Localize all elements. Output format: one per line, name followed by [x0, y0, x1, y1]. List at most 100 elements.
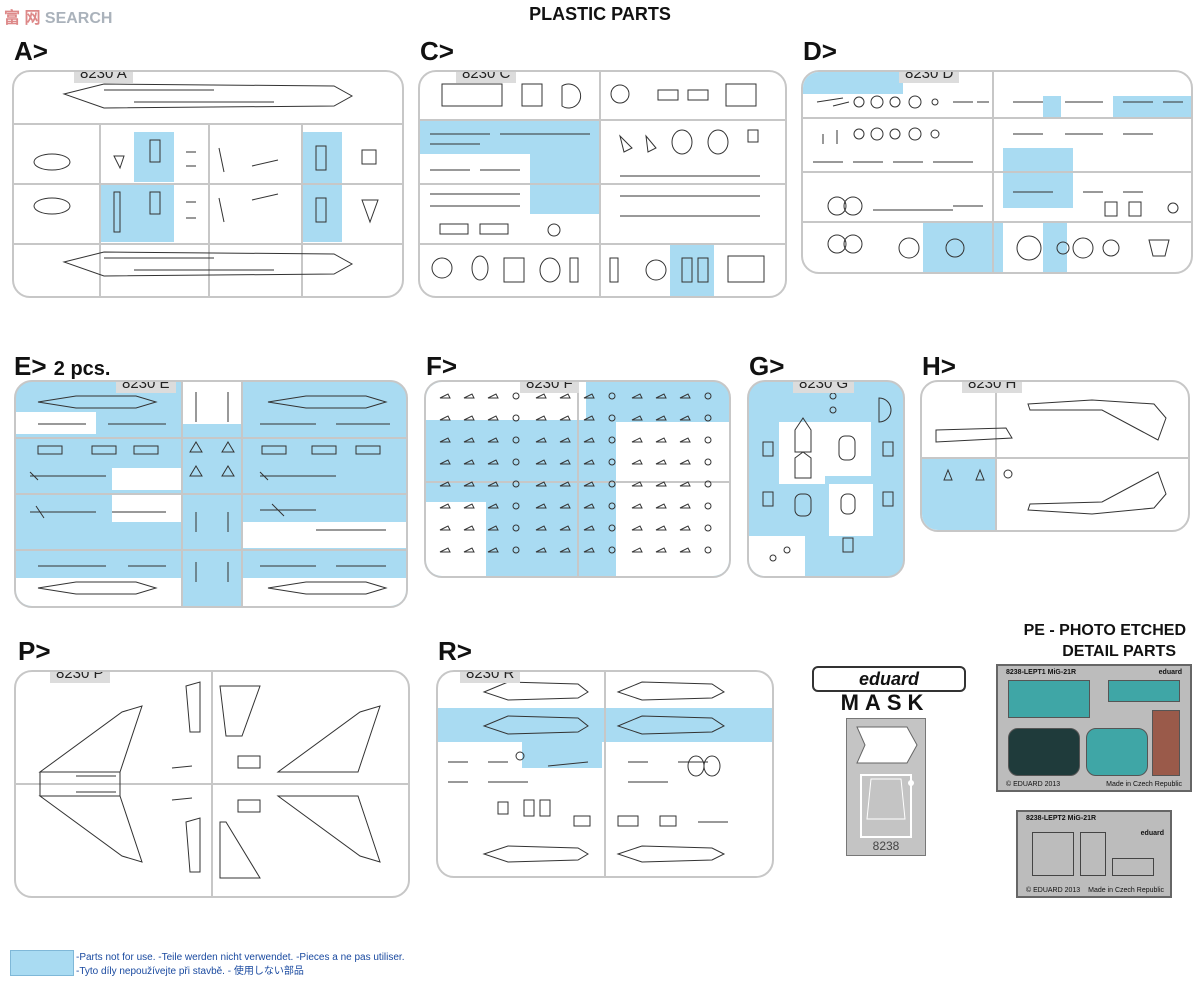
sprue-h-code: 8230 H — [962, 382, 1023, 393]
sprue-f-small-part — [655, 459, 667, 465]
sprue-f-small-part — [439, 503, 451, 509]
sprue-f-small-part — [704, 414, 712, 422]
sprue-f-small-part — [583, 547, 595, 553]
sprue-e-used-6 — [242, 578, 406, 606]
sprue-f-small-part — [463, 415, 475, 421]
sprue-f-letter: F> — [426, 351, 458, 381]
sprue-f-small-part — [535, 503, 547, 509]
sprue-f-small-part — [512, 414, 520, 422]
sprue-f-small-part — [608, 546, 616, 554]
sprue-f-small-part — [535, 547, 547, 553]
pe-sheet-1-brand: eduard — [1158, 669, 1182, 676]
sprue-f-small-part — [631, 437, 643, 443]
sprue-f-small-part — [512, 502, 520, 510]
sprue-f-small-part — [463, 503, 475, 509]
sprue-f-small-part — [487, 459, 499, 465]
sprue-f-small-part — [463, 525, 475, 531]
sprue-f-small-part — [559, 503, 571, 509]
legend-text: -Parts not for use. -Teile werden nicht … — [76, 951, 405, 979]
sprue-f-small-part — [512, 436, 520, 444]
sprue-a-code: 8230 A — [74, 72, 133, 83]
sprue-f-small-part — [463, 481, 475, 487]
sprue-f-small-part — [655, 503, 667, 509]
pe-sheet-1-panel-4 — [1086, 728, 1148, 776]
sprue-g-used-2 — [825, 422, 871, 476]
sprue-f-small-part — [535, 415, 547, 421]
sprue-f-small-part — [608, 502, 616, 510]
sprue-p-code: 8230 P — [50, 672, 110, 683]
sprue-f-small-part — [631, 459, 643, 465]
sprue-f-small-part — [704, 480, 712, 488]
sprue-f-small-part — [439, 525, 451, 531]
sprue-d-unused-4 — [1003, 148, 1073, 208]
sprue-c-frame: 8230 C — [418, 70, 787, 298]
sprue-f-small-part — [608, 524, 616, 532]
sprue-c-letter: C> — [420, 36, 454, 66]
sprue-e-code: 8230 E — [116, 382, 176, 393]
sprue-f-small-part — [439, 393, 451, 399]
sprue-f-small-part — [679, 437, 691, 443]
sprue-f-small-part — [559, 437, 571, 443]
sprue-e-letter: E> 2 pcs. — [14, 351, 110, 382]
sprue-f-small-part — [487, 415, 499, 421]
sprue-e-qty: 2 pcs. — [53, 358, 111, 380]
sprue-e-used-7 — [16, 578, 182, 606]
sprue-a-parts — [14, 83, 402, 296]
sprue-f-small-part — [679, 525, 691, 531]
sprue-f-small-part — [512, 480, 520, 488]
sprue-f-small-part — [608, 414, 616, 422]
sprue-f-small-part — [704, 458, 712, 466]
sprue-r-parts — [448, 672, 728, 876]
sprue-g-used-4 — [749, 536, 805, 576]
pe-sheet-2-header: 8238-LEPT2 MiG-21R — [1026, 815, 1096, 822]
sprue-f-small-part — [512, 458, 520, 466]
pe-sheet-2-code: 8238-LEPT2 — [1026, 815, 1066, 822]
sprue-c-code: 8230 C — [456, 72, 517, 83]
sprue-f-small-part — [463, 437, 475, 443]
sprue-f-small-part — [583, 503, 595, 509]
pe-sheet-1-panel-2 — [1108, 680, 1180, 702]
sprue-c-parts — [420, 72, 785, 296]
sprue-f-small-part — [535, 481, 547, 487]
sprue-f-small-part — [559, 481, 571, 487]
sprue-f-small-part — [583, 437, 595, 443]
sprue-f-small-part — [631, 503, 643, 509]
mask-brand: eduard — [858, 669, 919, 689]
pe-sheet-1-panel-3 — [1008, 728, 1080, 776]
legend-line-2: -Tyto díly nepoužívejte při stavbě. - 使用… — [76, 966, 304, 977]
sprue-f-small-part — [631, 547, 643, 553]
sprue-a-unused-2 — [100, 184, 174, 242]
sprue-d-unused-6 — [1043, 222, 1067, 272]
sprue-f-small-part — [439, 437, 451, 443]
sprue-e-used-3 — [112, 494, 182, 522]
sprue-f-small-part — [487, 393, 499, 399]
sprue-d-unused-2 — [1043, 96, 1061, 118]
sprue-f-small-part — [535, 393, 547, 399]
sprue-f-small-part — [487, 525, 499, 531]
sprue-r-code: 8230 R — [460, 672, 521, 683]
sprue-f-small-part — [583, 459, 595, 465]
sprue-f-small-part — [655, 393, 667, 399]
pe-sheet-2-fret-2 — [1080, 832, 1106, 876]
sprue-f-small-part — [655, 481, 667, 487]
pe-sheet-1-model: MiG-21R — [1047, 669, 1077, 676]
sprue-f-small-part — [608, 436, 616, 444]
sprue-e-used-2 — [112, 468, 182, 490]
sprue-f-small-part — [512, 392, 520, 400]
pe-sheet-1-header: 8238-LEPT1 MiG-21R — [1006, 669, 1076, 676]
pe-sheet-2-origin: Made in Czech Republic — [1088, 887, 1164, 894]
sprue-r-unused-2 — [522, 742, 602, 768]
pe-sheet-2-model: MiG-21R — [1067, 815, 1097, 822]
mask-brand-box: eduard — [812, 666, 966, 692]
sprue-d-unused-5 — [923, 222, 1003, 272]
sprue-f-small-part — [608, 392, 616, 400]
pe-title-line1: PE - PHOTO ETCHED — [1023, 622, 1186, 639]
sprue-h-unused-1 — [922, 458, 996, 530]
mask-sheet-shapes — [856, 726, 918, 838]
pe-sheet-2: 8238-LEPT2 MiG-21R eduard © EDUARD 2013 … — [1016, 810, 1172, 898]
sprue-f-small-part — [679, 459, 691, 465]
sprue-f-small-part — [463, 547, 475, 553]
mask-number: 8238 — [872, 839, 900, 853]
sprue-g-code: 8230 G — [793, 382, 855, 393]
sprue-f-small-part — [583, 415, 595, 421]
